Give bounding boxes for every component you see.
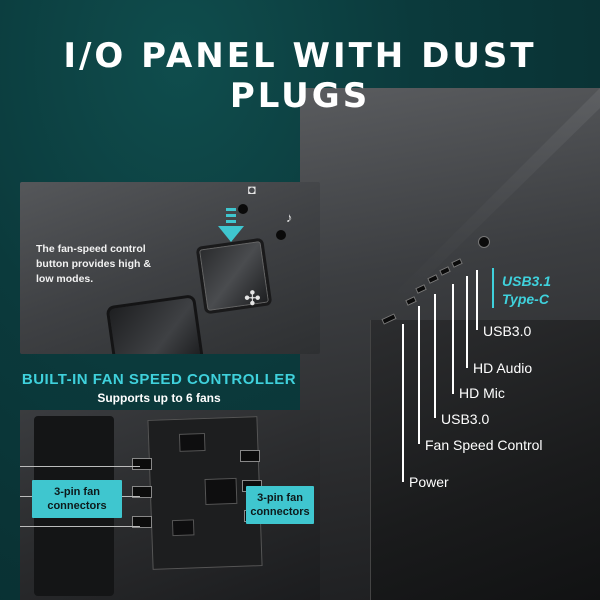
leader-line xyxy=(452,284,454,394)
usb3-label-bottom: USB3.0 xyxy=(441,411,490,427)
fan-button-caption: The fan-speed control button provides hi… xyxy=(36,243,151,285)
fan-connector xyxy=(132,486,152,498)
usb-icon: ◘ xyxy=(248,182,256,197)
hd-audio-label: HD Audio xyxy=(473,360,533,376)
fan-speed-label: Fan Speed Control xyxy=(425,437,543,453)
headset-icon: ♪ xyxy=(286,210,293,225)
wire xyxy=(20,526,140,527)
usbc-label-line1: USB3.1 xyxy=(502,273,552,289)
leader-line xyxy=(418,306,420,444)
power-button xyxy=(105,294,205,354)
controller-subheading: Supports up to 6 fans xyxy=(97,391,221,405)
leader-line xyxy=(476,270,478,330)
fan-connector xyxy=(240,450,260,462)
controller-closeup: 3-pin fan connectors 3-pin fan connector… xyxy=(20,410,320,600)
usbc-label-line2: Type-C xyxy=(502,291,549,307)
chip xyxy=(178,432,206,452)
controller-heading: BUILT-IN FAN SPEED CONTROLLER xyxy=(21,371,297,388)
case-side-panel xyxy=(370,320,600,600)
usb3-label-top: USB3.0 xyxy=(483,323,532,339)
left-connector-callout: 3-pin fan connectors xyxy=(32,480,122,518)
hd-mic-label: HD Mic xyxy=(459,385,505,401)
chip xyxy=(204,477,238,505)
usbc-label: USB3.1 Type-C xyxy=(502,272,551,308)
page-title: I/O PANEL WITH DUST PLUGS xyxy=(63,36,537,116)
leader-line xyxy=(402,324,404,482)
leader-line xyxy=(434,294,436,418)
chip xyxy=(171,519,195,537)
port-hole xyxy=(238,204,248,214)
fan-connector xyxy=(132,458,152,470)
fan-icon: ✣ xyxy=(244,288,261,310)
power-label: Power xyxy=(409,474,449,490)
wire xyxy=(20,466,140,467)
right-connector-callout: 3-pin fan connectors xyxy=(246,486,314,524)
down-arrow-icon xyxy=(218,208,244,242)
usbc-leader-line xyxy=(492,268,494,308)
fan-speed-button xyxy=(195,237,273,315)
fan-connector xyxy=(132,516,152,528)
port-hole xyxy=(276,230,286,240)
fan-button-closeup: The fan-speed control button provides hi… xyxy=(20,182,320,354)
audio-jack xyxy=(478,236,490,248)
leader-line xyxy=(466,276,468,368)
